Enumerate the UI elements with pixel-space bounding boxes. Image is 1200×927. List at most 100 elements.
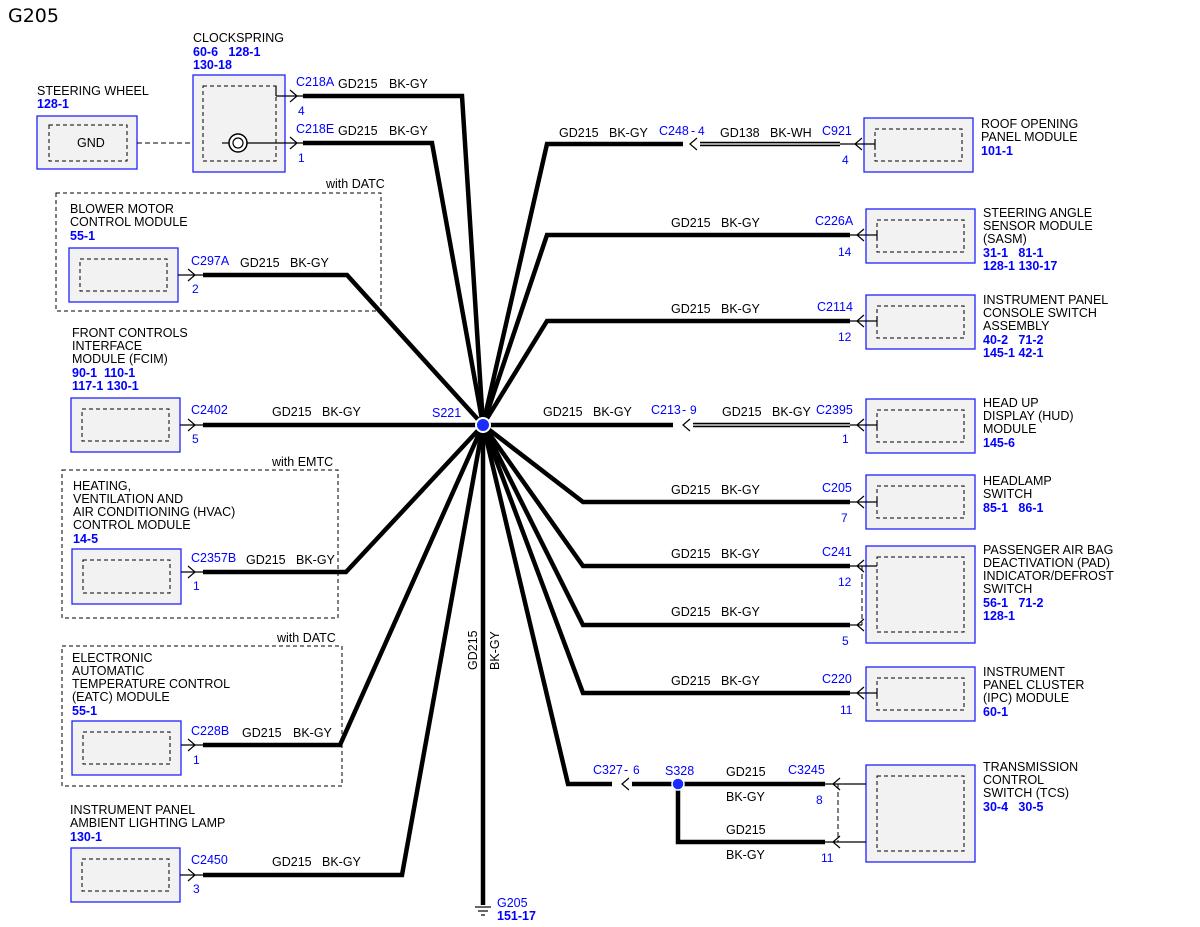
clockspring-refs2[interactable]: 130-18 xyxy=(193,58,232,72)
pin-c218e: 1 xyxy=(298,151,305,165)
clockspring-coil-icon xyxy=(228,133,248,153)
splice-s221[interactable] xyxy=(475,417,491,433)
ipcs-ref2[interactable]: 145-1 42-1 xyxy=(983,346,1044,360)
pad-switch-module[interactable]: PASSENGER AIR BAG DEACTIVATION (PAD) IND… xyxy=(850,543,1114,644)
connector-c248[interactable]: C248 xyxy=(659,124,689,138)
clockspring-refs1[interactable]: 60-6 128-1 xyxy=(193,45,260,59)
roof-name-line1: ROOF OPENING xyxy=(981,117,1078,131)
wire-c297a-color: BK-GY xyxy=(290,256,330,270)
wire-roof-near[interactable] xyxy=(480,141,683,426)
pin-c2114: 12 xyxy=(838,330,852,344)
eatc-name-line3: TEMPERATURE CONTROL xyxy=(72,677,230,691)
headlamp-ref[interactable]: 85-1 86-1 xyxy=(983,501,1044,515)
wire-c218e-circuit: GD215 xyxy=(338,124,378,138)
pin-c921: 4 xyxy=(842,153,849,167)
hud-module[interactable]: HEAD UP DISPLAY (HUD) MODULE 145-6 xyxy=(850,396,1074,454)
wire-ipcs[interactable] xyxy=(481,318,850,427)
wire-pad-5[interactable] xyxy=(480,423,850,628)
connector-c218a[interactable]: C218A xyxy=(296,75,335,89)
pin-c3245-11: 11 xyxy=(821,851,834,865)
connector-c226a[interactable]: C226A xyxy=(815,214,854,228)
sasm-ref2[interactable]: 128-1 130-17 xyxy=(983,259,1057,273)
hvac-ref[interactable]: 14-5 xyxy=(73,532,98,546)
connector-c327-icon xyxy=(621,777,630,791)
connector-c213[interactable]: C213 xyxy=(651,403,681,417)
connector-c3245[interactable]: C3245 xyxy=(788,763,825,777)
connector-c220[interactable]: C220 xyxy=(822,672,852,686)
connector-c241[interactable]: C241 xyxy=(822,545,852,559)
steering-wheel-component[interactable]: STEERING WHEEL 128-1 GND xyxy=(36,84,149,170)
tcs-module[interactable]: TRANSMISSION CONTROL SWITCH (TCS) 30-4 3… xyxy=(825,760,1078,863)
pad-ref1[interactable]: 56-1 71-2 xyxy=(983,596,1044,610)
wire-tcs-11[interactable] xyxy=(675,784,825,845)
wire-sasm[interactable] xyxy=(480,232,850,426)
wire-headlamp[interactable] xyxy=(481,423,850,505)
wire-c228b-color: BK-GY xyxy=(293,726,333,740)
headlamp-switch-module[interactable]: HEADLAMP SWITCH 85-1 86-1 xyxy=(850,474,1052,530)
connector-c218e[interactable]: C218E xyxy=(296,122,334,136)
clockspring-component[interactable]: CLOCKSPRING 60-6 128-1 130-18 xyxy=(192,31,303,173)
connector-c218e-icon xyxy=(289,136,298,150)
ground-ref[interactable]: 151-17 xyxy=(497,909,536,923)
fcim-ref2[interactable]: 117-1 130-1 xyxy=(72,379,139,393)
connector-c2450[interactable]: C2450 xyxy=(191,853,228,867)
connector-c921[interactable]: C921 xyxy=(822,124,852,138)
connector-c205[interactable]: C205 xyxy=(822,481,852,495)
ambient-ref[interactable]: 130-1 xyxy=(70,830,102,844)
sasm-name-line1: STEERING ANGLE xyxy=(983,206,1092,220)
steering-wheel-ref[interactable]: 128-1 xyxy=(37,97,69,111)
connector-c205-icon xyxy=(856,495,865,509)
ipcs-ref1[interactable]: 40-2 71-2 xyxy=(983,333,1044,347)
wire-c218e-color: BK-GY xyxy=(389,124,429,138)
ambient-lamp-module[interactable]: INSTRUMENT PANEL AMBIENT LIGHTING LAMP 1… xyxy=(70,803,225,903)
hvac-module[interactable]: HEATING, VENTILATION AND AIR CONDITIONIN… xyxy=(71,479,235,605)
option-box-hvac xyxy=(61,469,339,619)
ipc-module[interactable]: INSTRUMENT PANEL CLUSTER (IPC) MODULE 60… xyxy=(850,665,1084,722)
wire-tcs-11-circuit: GD215 xyxy=(726,823,766,837)
wire-ambient[interactable] xyxy=(203,424,486,878)
wire-blower[interactable] xyxy=(203,272,485,427)
tcs-ref[interactable]: 30-4 30-5 xyxy=(983,800,1044,814)
connector-c2402[interactable]: C2402 xyxy=(191,403,228,417)
fcim-module[interactable]: FRONT CONTROLS INTERFACE MODULE (FCIM) 9… xyxy=(70,326,203,453)
pin-c248: 4 xyxy=(698,124,705,138)
connector-c2357b[interactable]: C2357B xyxy=(191,551,236,565)
wire-hvac[interactable] xyxy=(203,423,485,575)
connector-c327[interactable]: C327 xyxy=(593,763,623,777)
pin-c3245-8: 8 xyxy=(816,793,823,807)
wire-pad-12[interactable] xyxy=(481,423,850,569)
connector-c228b[interactable]: C228B xyxy=(191,724,229,738)
roof-panel-module[interactable]: ROOF OPENING PANEL MODULE 101-1 xyxy=(840,117,1078,173)
connector-c213-icon xyxy=(682,418,691,432)
wire-ipc-color: BK-GY xyxy=(721,674,761,688)
ipcs-module[interactable]: INSTRUMENT PANEL CONSOLE SWITCH ASSEMBLY… xyxy=(850,293,1108,360)
pin-c226a: 14 xyxy=(838,245,852,259)
connector-c297a[interactable]: C297A xyxy=(191,254,230,268)
ground-g205[interactable]: G205 151-17 xyxy=(475,896,536,923)
hvac-name-line2: VENTILATION AND xyxy=(73,492,183,506)
sasm-module[interactable]: STEERING ANGLE SENSOR MODULE (SASM) 31-1… xyxy=(850,206,1093,273)
sasm-ref1[interactable]: 31-1 81-1 xyxy=(983,246,1044,260)
connector-c2114[interactable]: C2114 xyxy=(817,300,853,314)
ipc-ref[interactable]: 60-1 xyxy=(983,705,1008,719)
fcim-ref1[interactable]: 90-1 110-1 xyxy=(72,366,135,380)
wire-clockspring-e[interactable] xyxy=(303,140,486,426)
wire-tcs-11-color: BK-GY xyxy=(726,848,766,862)
eatc-module[interactable]: ELECTRONIC AUTOMATIC TEMPERATURE CONTROL… xyxy=(71,651,230,776)
eatc-ref[interactable]: 55-1 xyxy=(72,704,97,718)
pad-ref2[interactable]: 128-1 xyxy=(983,609,1015,623)
pin-c213: 9 xyxy=(690,403,697,417)
splice-s328[interactable] xyxy=(671,777,685,791)
roof-ref[interactable]: 101-1 xyxy=(981,144,1013,158)
connector-c2395[interactable]: C2395 xyxy=(816,403,853,417)
blower-motor-module[interactable]: BLOWER MOTOR CONTROL MODULE 55-1 xyxy=(68,202,203,303)
splice-s328-label: S328 xyxy=(665,764,694,778)
wire-eatc[interactable] xyxy=(203,424,486,748)
wire-ipc[interactable] xyxy=(480,424,850,696)
hud-ref[interactable]: 145-6 xyxy=(983,436,1015,450)
wire-clockspring-a[interactable] xyxy=(303,93,486,426)
blower-ref[interactable]: 55-1 xyxy=(70,229,95,243)
wire-c2357b-circuit: GD215 xyxy=(246,553,286,567)
hud-name-line2: DISPLAY (HUD) xyxy=(983,409,1074,423)
wire-tcs-c327[interactable] xyxy=(480,424,612,787)
